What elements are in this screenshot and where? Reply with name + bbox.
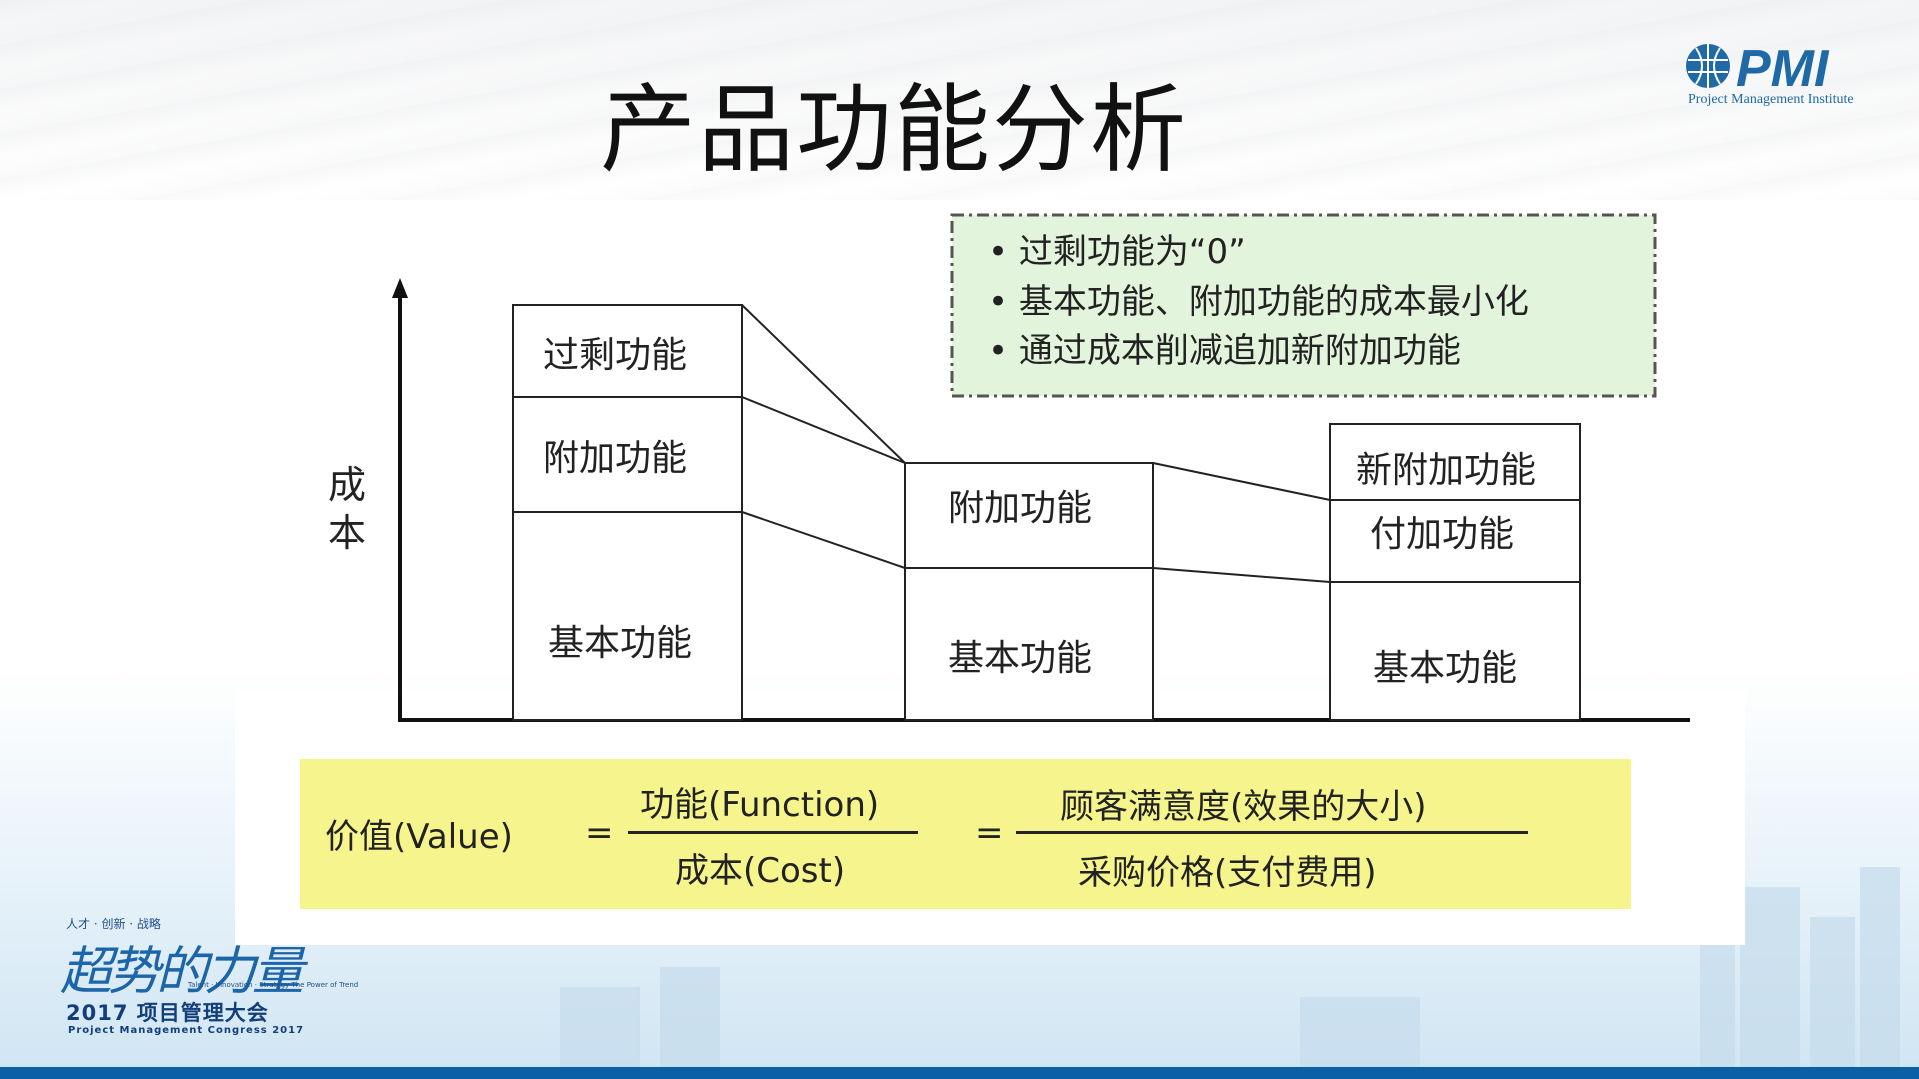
- bar-2-additional-label: 附加功能: [948, 488, 1092, 529]
- y-axis-label-1: 成: [328, 463, 366, 507]
- formula-numerator-2: 顾客满意度(效果的大小): [1060, 787, 1427, 827]
- formula-numerator-1: 功能(Function): [640, 785, 880, 825]
- congress-script-title: 超势的力量: [60, 942, 304, 1002]
- formula-value-label: 价值(Value): [325, 817, 513, 857]
- bar-1-excess-label: 过剩功能: [543, 335, 687, 376]
- formula-equals-1: =: [585, 813, 614, 853]
- congress-main-title: 2017 项目管理大会: [66, 1001, 269, 1025]
- formula-denominator-1: 成本(Cost): [675, 851, 846, 891]
- formula-equals-2: =: [975, 813, 1004, 853]
- bar-3-new-additional-label: 新附加功能: [1356, 450, 1536, 491]
- arrow-up-icon: [392, 278, 408, 298]
- bar-3-additional-label: 付加功能: [1370, 514, 1514, 555]
- bar-2-basic-label: 基本功能: [948, 638, 1092, 679]
- note-item-2: • 基本功能、附加功能的成本最小化: [988, 282, 1529, 322]
- background-pattern: [0, 0, 1919, 200]
- y-axis-label-2: 本: [328, 511, 366, 555]
- congress-english-tagline: Talent · Innovation · Strategy The Power…: [188, 981, 359, 989]
- note-item-1: • 过剩功能为“0”: [988, 232, 1246, 272]
- bar-1-additional-label: 附加功能: [543, 438, 687, 479]
- notes-box: [950, 213, 1657, 398]
- bar-3-basic-label: 基本功能: [1373, 648, 1517, 689]
- bar-2: [904, 462, 1154, 721]
- bottom-bar: [0, 1067, 1919, 1079]
- fraction-bar-2: [1016, 831, 1528, 834]
- pmi-logo-subtitle: Project Management Institute: [1688, 92, 1854, 107]
- bar-3: [1329, 423, 1581, 721]
- congress-subtitle: Project Management Congress 2017: [68, 1025, 305, 1036]
- value-formula-box: 价值(Value) = 功能(Function) 成本(Cost) = 顾客满意…: [300, 759, 1631, 909]
- globe-icon: [1686, 44, 1730, 88]
- bar-1-basic-label: 基本功能: [548, 623, 692, 664]
- city-skyline-background: [560, 867, 1900, 1067]
- pmi-logo: PMI: [1686, 40, 1830, 98]
- page-title: 产品功能分析: [600, 74, 1188, 186]
- formula-denominator-2: 采购价格(支付费用): [1078, 853, 1377, 893]
- fraction-bar-1: [628, 831, 918, 834]
- congress-logo: 人才 · 创新 · 战略 超势的力量 Talent · Innovation ·…: [60, 915, 358, 1040]
- congress-tagline: 人才 · 创新 · 战略: [66, 917, 161, 931]
- note-item-3: • 通过成本削减追加新附加功能: [988, 331, 1461, 371]
- pmi-logo-text: PMI: [1736, 40, 1830, 98]
